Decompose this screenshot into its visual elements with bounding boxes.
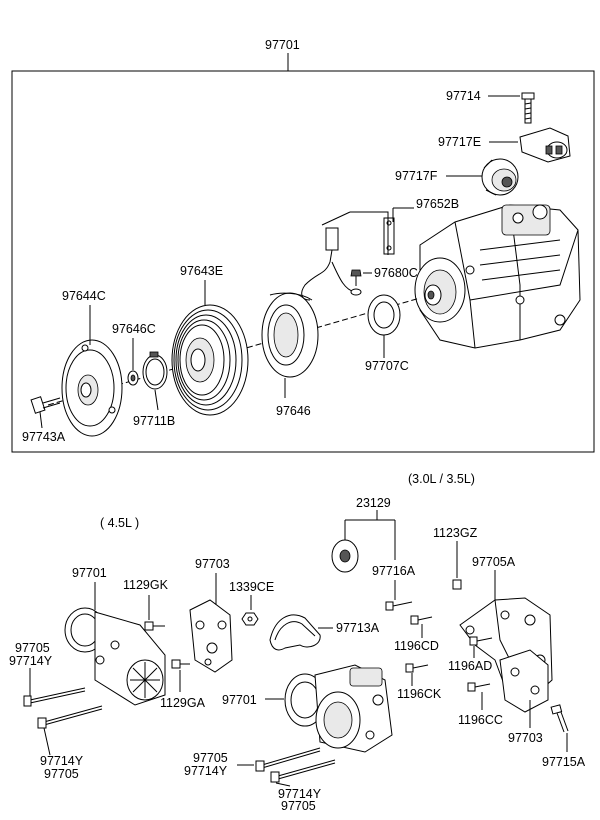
label-97717E[interactable]: 97717E xyxy=(438,135,481,149)
bolt-1129GK[interactable] xyxy=(144,621,165,631)
long-bolt-upper-center[interactable] xyxy=(255,747,321,772)
label-1196CC[interactable]: 1196CC xyxy=(458,713,503,727)
label-1123GZ[interactable]: 1123GZ xyxy=(433,526,478,540)
seal-97707C[interactable] xyxy=(367,294,401,336)
label-97714Y-lower-center[interactable]: 97714Y xyxy=(278,787,322,801)
switch-97717E[interactable] xyxy=(519,127,571,163)
bracket-97652B[interactable] xyxy=(383,217,395,255)
label-97743A[interactable]: 97743A xyxy=(22,430,66,444)
pulley-97643E[interactable] xyxy=(171,304,249,416)
label-97717F[interactable]: 97717F xyxy=(395,169,438,183)
label-97714Y-upper-center[interactable]: 97714Y xyxy=(184,764,228,778)
label-97705-upper-left[interactable]: 97705 xyxy=(15,641,50,655)
valve-97717F[interactable] xyxy=(481,158,519,196)
field-coil-97646[interactable] xyxy=(261,292,319,378)
bolt-97743A[interactable] xyxy=(30,396,61,414)
label-97711B[interactable]: 97711B xyxy=(133,414,175,428)
label-1129GA[interactable]: 1129GA xyxy=(160,696,206,710)
bolt-1123GZ[interactable] xyxy=(452,579,462,590)
bracket-97703-4-5L[interactable] xyxy=(189,599,233,673)
label-97716A[interactable]: 97716A xyxy=(372,564,416,578)
label-1196AD[interactable]: 1196AD xyxy=(448,659,492,673)
label-97714Y-upper-left[interactable]: 97714Y xyxy=(9,654,53,668)
label-97713A[interactable]: 97713A xyxy=(336,621,380,635)
label-97643E[interactable]: 97643E xyxy=(180,264,223,278)
bolt-1196CD[interactable] xyxy=(410,615,433,625)
bolt-97716A[interactable] xyxy=(385,601,413,611)
label-97644C[interactable]: 97644C xyxy=(62,289,106,303)
label-97707C[interactable]: 97707C xyxy=(365,359,409,373)
engine-variant-3-0-3-5: (3.0L / 3.5L) xyxy=(408,472,475,486)
long-bolt-lower-center[interactable] xyxy=(270,759,336,783)
bolt-1196CK[interactable] xyxy=(405,663,429,673)
label-97703-3-0-3-5L[interactable]: 97703 xyxy=(508,731,543,745)
bolt-1129GA[interactable] xyxy=(171,659,190,669)
label-97646C[interactable]: 97646C xyxy=(112,322,156,336)
label-97701-4-5L[interactable]: 97701 xyxy=(72,566,107,580)
bracket-97703-3-0-3-5L[interactable] xyxy=(499,649,549,713)
assembly-frame xyxy=(11,70,595,453)
nut-1339CE[interactable] xyxy=(241,612,259,626)
label-97701-3-0-3-5L[interactable]: 97701 xyxy=(222,693,257,707)
label-97703-4-5L[interactable]: 97703 xyxy=(195,557,230,571)
label-97714[interactable]: 97714 xyxy=(446,89,481,103)
bolt-1196AD[interactable] xyxy=(469,636,493,646)
connector-97680C[interactable] xyxy=(301,227,362,301)
long-bolt-upper-left[interactable] xyxy=(23,687,86,707)
label-97701-assembly[interactable]: 97701 xyxy=(265,38,300,52)
label-23129[interactable]: 23129 xyxy=(356,496,391,510)
label-97715A[interactable]: 97715A xyxy=(542,755,586,769)
label-97714Y-lower-left[interactable]: 97714Y xyxy=(40,754,84,768)
label-97705A[interactable]: 97705A xyxy=(472,555,516,569)
long-bolt-lower-left[interactable] xyxy=(37,705,103,729)
compressor-3-0-3-5L[interactable] xyxy=(284,664,393,753)
compressor-4-5L[interactable] xyxy=(64,607,166,706)
clutch-plate-97644C[interactable] xyxy=(61,339,123,437)
label-97705-lower-center[interactable]: 97705 xyxy=(281,799,316,813)
bolt-97714[interactable] xyxy=(521,92,535,124)
label-97705-upper-center[interactable]: 97705 xyxy=(193,751,228,765)
compressor-body[interactable] xyxy=(414,204,581,349)
belt-97713A[interactable] xyxy=(269,614,321,651)
label-1196CK[interactable]: 1196CK xyxy=(397,687,442,701)
label-1339CE[interactable]: 1339CE xyxy=(229,580,274,594)
engine-variant-4-5: ( 4.5L ) xyxy=(100,516,139,530)
stud-97715A[interactable] xyxy=(550,704,569,733)
shim-97646C[interactable] xyxy=(127,370,139,386)
snap-ring-97711B[interactable] xyxy=(142,351,168,390)
label-97652B[interactable]: 97652B xyxy=(416,197,459,211)
label-97705-lower-left[interactable]: 97705 xyxy=(44,767,79,781)
label-1196CD[interactable]: 1196CD xyxy=(394,639,439,653)
bolt-1196CC[interactable] xyxy=(467,682,491,692)
label-97646[interactable]: 97646 xyxy=(276,404,311,418)
pulley-23129[interactable] xyxy=(331,539,359,573)
label-1129GK[interactable]: 1129GK xyxy=(123,578,169,592)
label-97680C[interactable]: 97680C xyxy=(374,266,418,280)
